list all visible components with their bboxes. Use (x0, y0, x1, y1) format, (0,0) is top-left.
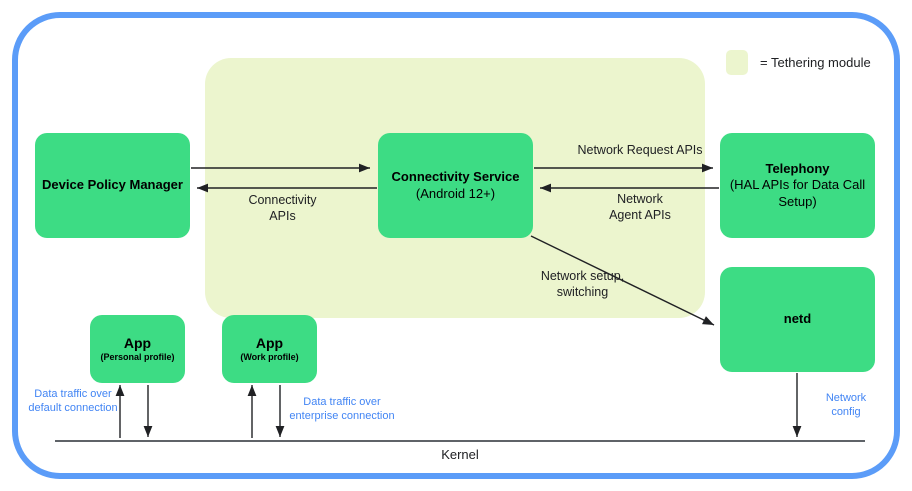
box-title: Connectivity Service (391, 169, 520, 185)
box-netd[interactable]: netd (720, 267, 875, 372)
box-device-policy-manager[interactable]: Device Policy Manager (35, 133, 190, 238)
label-network-request-apis: Network Request APIs (577, 143, 703, 157)
box-connectivity-service[interactable]: Connectivity Service (Android 12+) (378, 133, 533, 238)
legend-swatch-tethering (726, 50, 748, 75)
box-subtitle: (Work profile) (240, 352, 299, 363)
legend-label: = Tethering module (760, 55, 871, 70)
box-subtitle: (Android 12+) (415, 185, 496, 201)
label-data-traffic-enterprise: Data traffic over enterprise connection (289, 396, 395, 422)
box-telephony[interactable]: Telephony (HAL APIs for Data Call Setup) (720, 133, 875, 238)
label-data-traffic-default: Data traffic over default connection (28, 388, 118, 414)
box-title: Device Policy Manager (42, 177, 183, 193)
kernel-label: Kernel (441, 447, 479, 462)
box-app-work-profile[interactable]: App (Work profile) (222, 315, 317, 383)
legend: = Tethering module (726, 50, 871, 75)
kernel-divider-line (55, 440, 865, 442)
box-title: App (255, 334, 284, 351)
box-subtitle: (Personal profile) (100, 352, 175, 363)
label-network-agent-apis: Network Agent APIs (609, 192, 671, 222)
box-title: netd (783, 311, 812, 327)
label-connectivity-apis: Connectivity APIs (248, 193, 317, 223)
label-network-config: Network config (825, 392, 867, 418)
label-network-setup-switching: Network setup, switching (540, 269, 625, 299)
box-title: Telephony (765, 161, 830, 177)
box-app-personal-profile[interactable]: App (Personal profile) (90, 315, 185, 383)
box-title: App (123, 334, 152, 351)
box-subtitle: (HAL APIs for Data Call Setup) (729, 177, 866, 209)
